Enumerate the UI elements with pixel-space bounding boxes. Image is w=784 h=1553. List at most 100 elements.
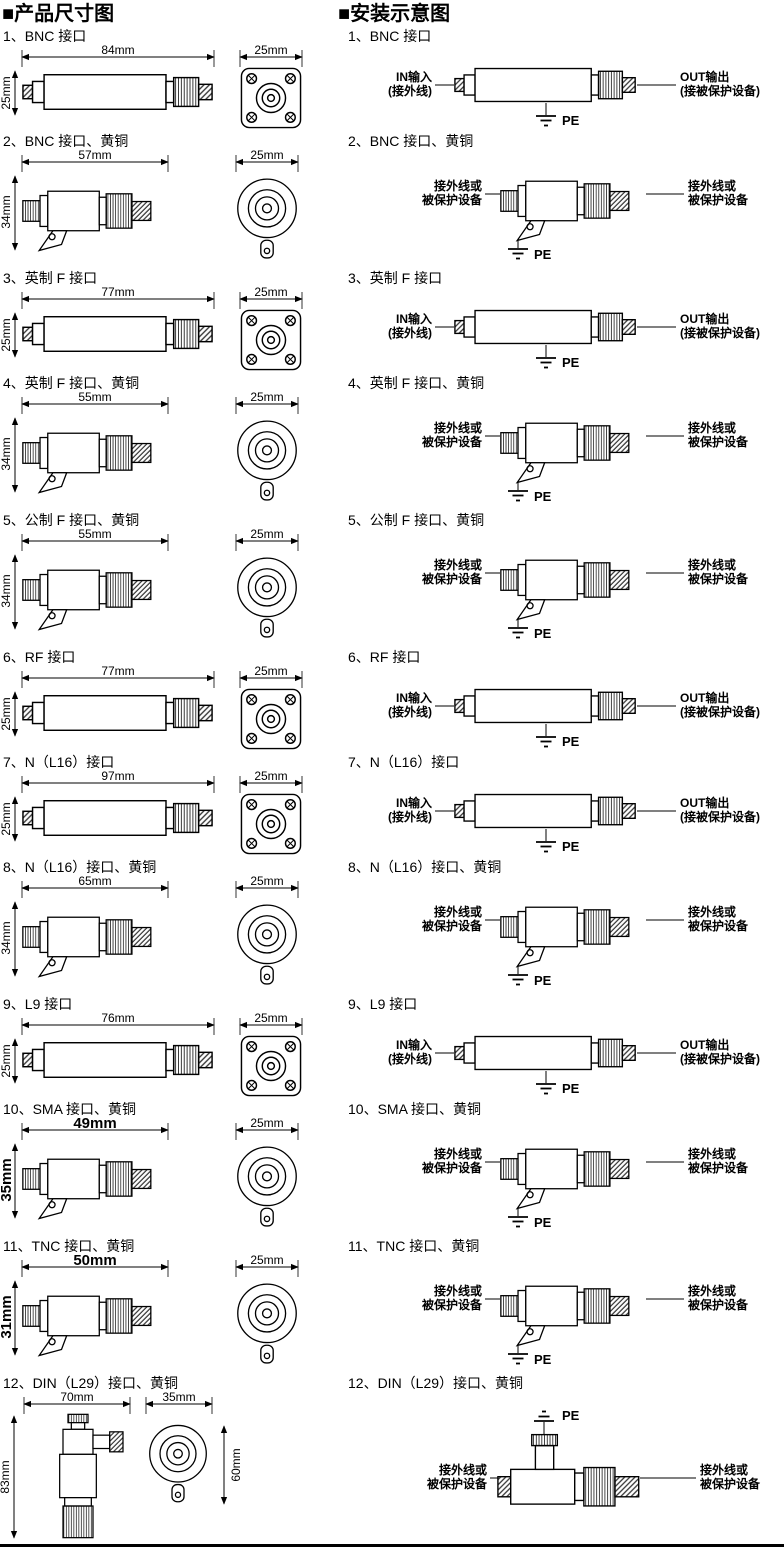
flange-front-view xyxy=(240,793,302,855)
install-drawing: 接外线或 被保护设备 接外线或 被保护设备 PE xyxy=(422,1283,749,1367)
arrester-install-view xyxy=(454,688,636,724)
install-drawing: 接外线或 被保护设备 接外线或 被保护设备 PE xyxy=(422,420,749,504)
install-cell-12: 12、DIN（L29）接口、黄铜 PE 接外线或 被保护设备 接外线或 被保护设… xyxy=(332,1373,784,1542)
input-label-line2: (接外线) xyxy=(388,325,432,340)
flange-dimension: 25mm xyxy=(250,150,283,162)
dim-cell-4: 4、英制 F 接口、黄铜 55mm 34mm 25mm xyxy=(0,373,332,510)
output-label-line1: 接外线或 xyxy=(688,420,736,435)
arrester-install-view xyxy=(454,1035,636,1071)
row-9: 9、L9 接口 76mm 25mm 25mm 9、L9 接口 IN输入 (接外线… xyxy=(0,994,784,1099)
arrester-install-view xyxy=(454,793,636,829)
input-label-line1: 接外线或 xyxy=(434,557,482,572)
input-label-line2: (接外线) xyxy=(388,1051,432,1066)
length-dimension: 70mm xyxy=(60,1392,93,1404)
ground-icon xyxy=(535,357,557,369)
pe-label: PE xyxy=(534,247,552,262)
install-cell-8: 8、N（L16）接口、黄铜 接外线或 被保护设备 接外线或 被保护设备 PE xyxy=(332,857,784,994)
arrester-install-view xyxy=(500,1285,630,1347)
ground-icon xyxy=(535,736,557,748)
dimension-drawing: 77mm 25mm 25mm xyxy=(0,666,303,750)
ground-icon xyxy=(507,490,529,502)
flange-dimension: 25mm xyxy=(250,529,283,541)
output-label-line2: (接被保护设备) xyxy=(680,83,760,98)
dim-cell-11: 11、TNC 接口、黄铜 50mm 31mm 25mm xyxy=(0,1236,332,1373)
row-10: 10、SMA 接口、黄铜 49mm 35mm 25mm 10、SMA 接口、黄铜… xyxy=(0,1099,784,1236)
arrester-install-view xyxy=(500,422,630,484)
install-cell-6: 6、RF 接口 IN输入 (接外线) OUT输出 (接被保护设备) PE xyxy=(332,647,784,752)
arrester-install-view xyxy=(500,906,630,968)
install-drawing: 接外线或 被保护设备 接外线或 被保护设备 PE xyxy=(422,178,749,262)
section-title: 1、BNC 接口 xyxy=(3,28,87,44)
dimension-drawing: 84mm 25mm 25mm xyxy=(0,45,303,129)
output-label-line1: OUT输出 xyxy=(680,311,729,326)
front-view xyxy=(237,1283,297,1364)
right-column-title: ■安装示意图 xyxy=(338,3,451,25)
section-title: 5、公制 F 接口、黄铜 xyxy=(3,512,140,528)
arrester-side-view xyxy=(22,432,152,494)
pe-label: PE xyxy=(562,113,580,128)
ground-icon xyxy=(507,1216,529,1228)
dimension-drawing: 49mm 35mm 25mm xyxy=(0,1118,299,1227)
output-label-line2: 被保护设备 xyxy=(688,1160,749,1175)
section-title: 12、DIN（L29）接口、黄铜 xyxy=(348,1375,524,1391)
input-label-line1: 接外线或 xyxy=(434,178,482,193)
output-label-line1: 接外线或 xyxy=(688,1146,736,1161)
dim-cell-12: 12、DIN（L29）接口、黄铜 70mm 35mm 83mm 60mm xyxy=(0,1373,332,1542)
flange-dimension: 25mm xyxy=(250,392,283,404)
height-dimension: 25mm xyxy=(0,697,13,730)
front-view xyxy=(237,178,297,259)
length-dimension: 84mm xyxy=(101,45,134,57)
front-view xyxy=(237,1146,297,1227)
output-label-line1: 接外线或 xyxy=(688,557,736,572)
install-cell-3: 3、英制 F 接口 IN输入 (接外线) OUT输出 (接被保护设备) PE xyxy=(332,268,784,373)
arrester-side-view xyxy=(22,1158,152,1220)
height-dimension: 25mm xyxy=(0,802,13,835)
pe-label: PE xyxy=(562,839,580,854)
install-cell-7: 7、N（L16）接口 IN输入 (接外线) OUT输出 (接被保护设备) PE xyxy=(332,752,784,857)
dimension-drawing: 70mm 35mm 83mm 60mm xyxy=(0,1392,243,1539)
section-title: 2、BNC 接口、黄铜 xyxy=(3,133,129,149)
length-dimension: 50mm xyxy=(73,1255,116,1269)
dimension-drawing: 65mm 34mm 25mm xyxy=(0,876,299,985)
length-dimension: 55mm xyxy=(78,529,111,541)
install-drawing: PE 接外线或 被保护设备 接外线或 被保护设备 xyxy=(427,1408,761,1507)
flange-front-view xyxy=(240,67,302,129)
install-drawing: 接外线或 被保护设备 接外线或 被保护设备 PE xyxy=(422,557,749,641)
dim-cell-1: 1、BNC 接口 84mm 25mm 25mm xyxy=(0,26,332,131)
height-dimension: 34mm xyxy=(0,574,13,607)
flange-front-view xyxy=(240,688,302,750)
ground-icon xyxy=(507,974,529,986)
row-5: 5、公制 F 接口、黄铜 55mm 34mm 25mm 5、公制 F 接口、黄铜… xyxy=(0,510,784,647)
left-column-title: ■产品尺寸图 xyxy=(2,3,115,25)
section-title: 9、L9 接口 xyxy=(348,996,418,1012)
input-label-line1: 接外线或 xyxy=(434,904,482,919)
height-dimension: 34mm xyxy=(0,921,13,954)
section-title: 3、英制 F 接口 xyxy=(348,270,443,286)
height-dimension: 35mm xyxy=(0,1158,15,1201)
flange-dimension: 25mm xyxy=(254,771,287,783)
section-title: 8、N（L16）接口、黄铜 xyxy=(3,859,157,875)
flange-dimension: 25mm xyxy=(250,876,283,888)
height-dimension: 34mm xyxy=(0,195,13,228)
flange-dimension: 25mm xyxy=(254,287,287,299)
install-drawing: IN输入 (接外线) OUT输出 (接被保护设备) PE xyxy=(388,793,760,854)
flange-front-view xyxy=(240,1035,302,1097)
install-cell-4: 4、英制 F 接口、黄铜 接外线或 被保护设备 接外线或 被保护设备 PE xyxy=(332,373,784,510)
row-1: 1、BNC 接口 84mm 25mm 25mm 1、BNC 接口 IN输入 (接… xyxy=(0,26,784,131)
section-title: 3、英制 F 接口 xyxy=(3,270,98,286)
output-label-line1: OUT输出 xyxy=(680,1037,729,1052)
pe-label: PE xyxy=(534,973,552,988)
input-label-line2: (接外线) xyxy=(388,809,432,824)
height-dimension: 31mm xyxy=(0,1295,15,1338)
arrester-install-view xyxy=(454,67,636,103)
install-drawing: 接外线或 被保护设备 接外线或 被保护设备 PE xyxy=(422,1146,749,1230)
front-view xyxy=(237,557,297,638)
row-12: 12、DIN（L29）接口、黄铜 70mm 35mm 83mm 60mm 12、… xyxy=(0,1373,784,1542)
install-cell-10: 10、SMA 接口、黄铜 接外线或 被保护设备 接外线或 被保护设备 PE xyxy=(332,1099,784,1236)
install-cell-9: 9、L9 接口 IN输入 (接外线) OUT输出 (接被保护设备) PE xyxy=(332,994,784,1099)
length-dimension: 76mm xyxy=(101,1013,134,1025)
arrester-install-view xyxy=(500,180,630,242)
pe-label: PE xyxy=(534,626,552,641)
height-dimension: 34mm xyxy=(0,437,13,470)
